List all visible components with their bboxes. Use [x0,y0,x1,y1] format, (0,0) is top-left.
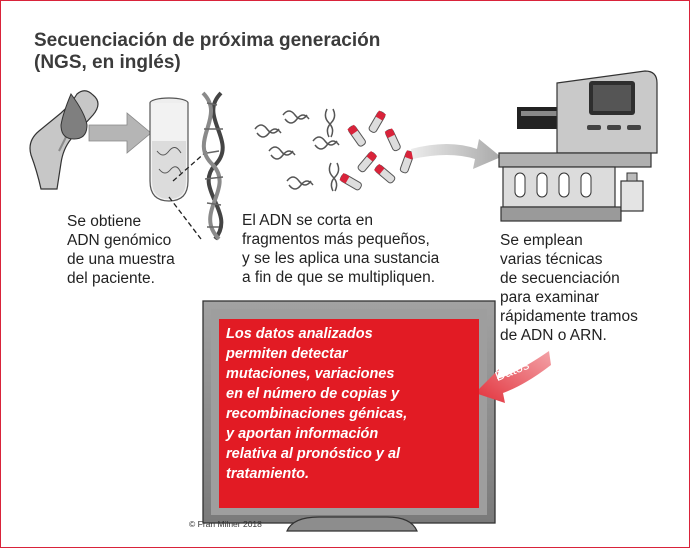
step2-line-1: El ADN se corta en [242,212,373,229]
title-line-2: (NGS, en inglés) [34,52,181,73]
step2-line-2: fragmentos más pequeños, [242,231,430,248]
blood-drop-icon [60,92,88,140]
step2-caption: El ADN se corta en fragmentos más pequeñ… [242,211,439,287]
step1-line-1: Se obtiene [67,213,142,230]
data-arrow-icon [475,351,551,403]
result-line-8: tratamiento. [226,466,309,482]
result-line-6: y aportan información [226,426,379,442]
result-line-3: mutaciones, variaciones [226,366,395,382]
small-tubes-icon [339,110,415,191]
step1-line-2: ADN genómico [67,232,172,249]
step3-line-5: rápidamente tramos [500,308,638,325]
test-tube-icon [149,97,189,202]
result-text: Los datos analizados permiten detectar m… [226,324,476,484]
result-line-5: recombinaciones génicas, [226,406,408,422]
bone-icon [29,90,99,190]
result-panel [219,319,479,508]
result-line-7: relativa al pronóstico y al [226,446,401,462]
sequencer-machine-icon [498,70,658,222]
process-arrow-icon [88,112,152,154]
gray-arrow-icon [411,139,501,169]
dna-helix-icon [201,91,225,241]
dna-fragments-icon [254,108,340,192]
step3-line-2: varias técnicas [500,251,603,268]
figure-title: Secuenciación de próxima generación (NGS… [34,30,380,74]
result-line-2: permiten detectar [226,346,348,362]
step3-line-3: de secuenciación [500,270,620,287]
step3-line-1: Se emplean [500,232,583,249]
step2-line-4: a fin de que se multipliquen. [242,269,436,286]
result-line-1: Los datos analizados [226,326,373,342]
step3-line-4: para examinar [500,289,600,306]
result-line-4: en el número de copias y [226,386,400,402]
step3-line-6: de ADN o ARN. [500,327,607,344]
title-line-1: Secuenciación de próxima generación [34,30,381,51]
step1-line-4: del paciente. [67,270,155,287]
step2-line-3: y se les aplica una sustancia [242,250,440,267]
step1-line-3: de una muestra [67,251,175,268]
credit-text: © Fran Milner 2018 [189,519,262,529]
step1-caption: Se obtiene ADN genómico de una muestra d… [67,212,175,288]
step3-caption: Se emplean varias técnicas de secuenciac… [500,231,638,345]
